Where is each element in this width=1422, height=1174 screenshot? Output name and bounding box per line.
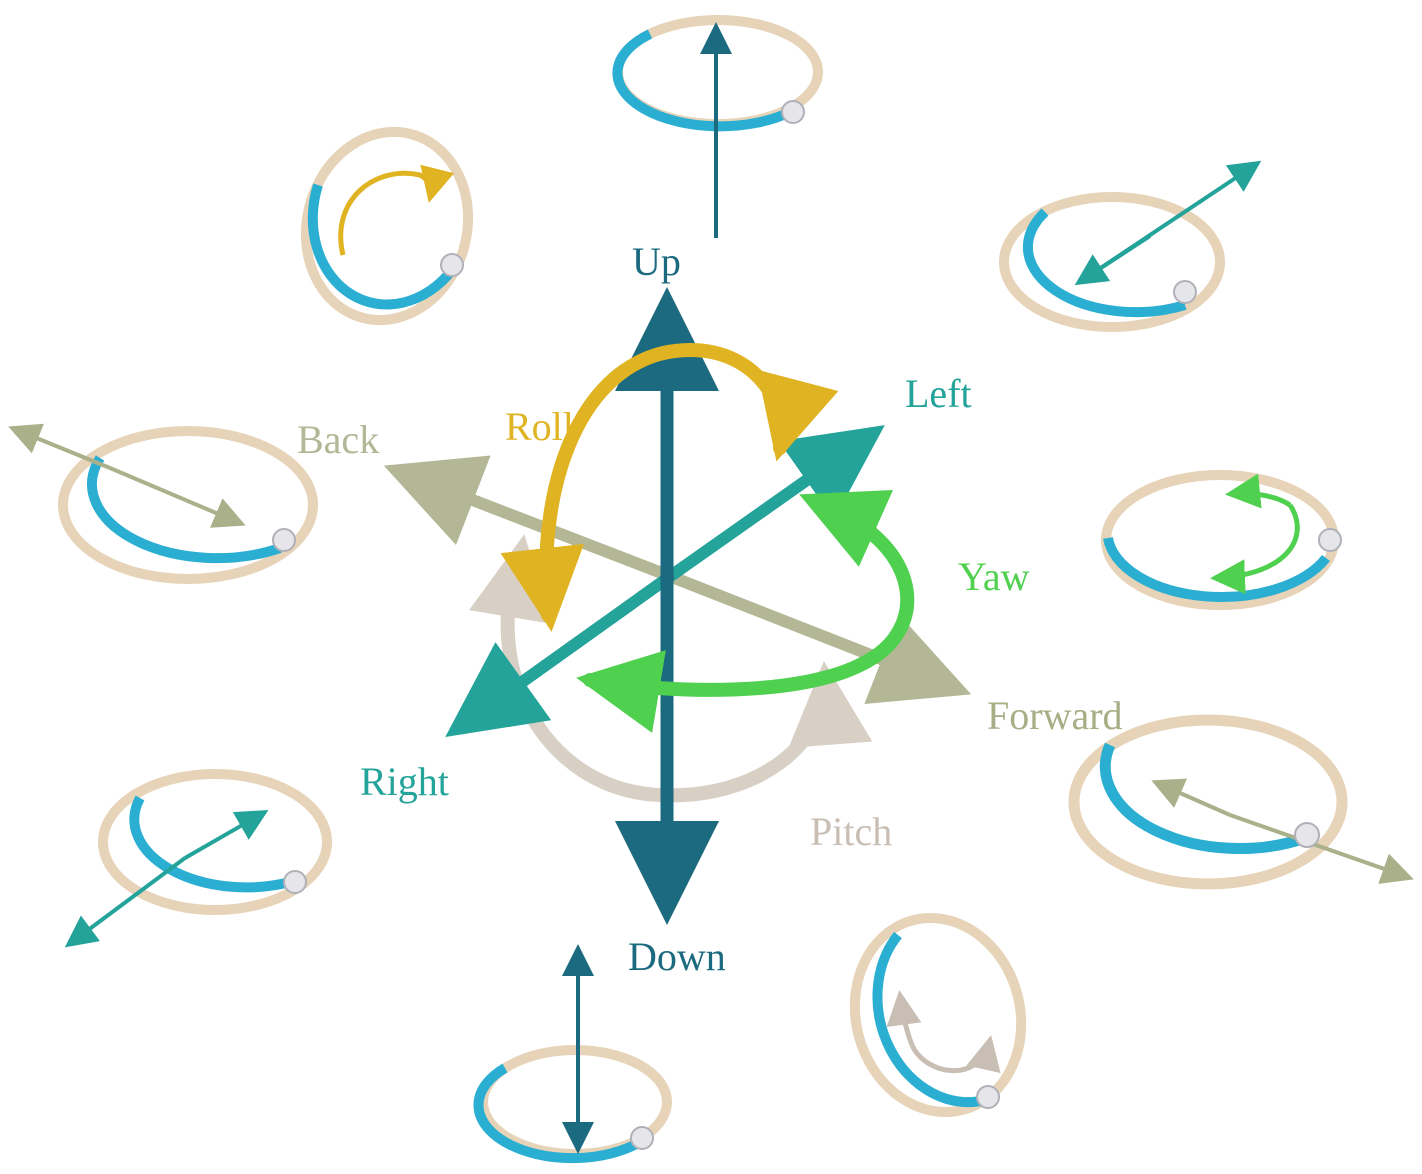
ring-bead [781,100,805,124]
ring-bead [283,870,307,894]
ring-bead [976,1085,1000,1109]
ring-bead [1294,822,1320,848]
roll-rotation-arrow [539,342,839,622]
label-pitch: Pitch [810,809,892,854]
label-roll: Roll [505,404,574,449]
ring-bead [1173,280,1197,304]
ring-pitch-example [849,912,1027,1118]
label-up: Up [632,239,681,284]
ring-up-example [612,15,823,238]
label-yaw: Yaw [958,554,1030,599]
ring-bead [440,253,464,277]
label-down: Down [628,934,726,979]
ring-forward-example [1068,714,1414,890]
ring-bead [630,1126,654,1150]
label-right: Right [360,759,449,804]
back-forward-axis [383,455,675,583]
ring-bead [1318,528,1342,552]
ring-roll-example [300,126,474,326]
ring-down-example [473,944,672,1164]
central-axes-gizmo [383,287,972,925]
ring-bead [272,528,296,552]
left-right-axis [661,425,885,585]
label-left: Left [905,371,972,416]
label-forward: Forward [987,693,1123,738]
ring-yaw-example [1101,470,1342,610]
ring-right-example [64,769,332,948]
ring-left-example [999,160,1262,332]
label-back: Back [297,417,379,462]
ring-back-example [8,423,318,584]
